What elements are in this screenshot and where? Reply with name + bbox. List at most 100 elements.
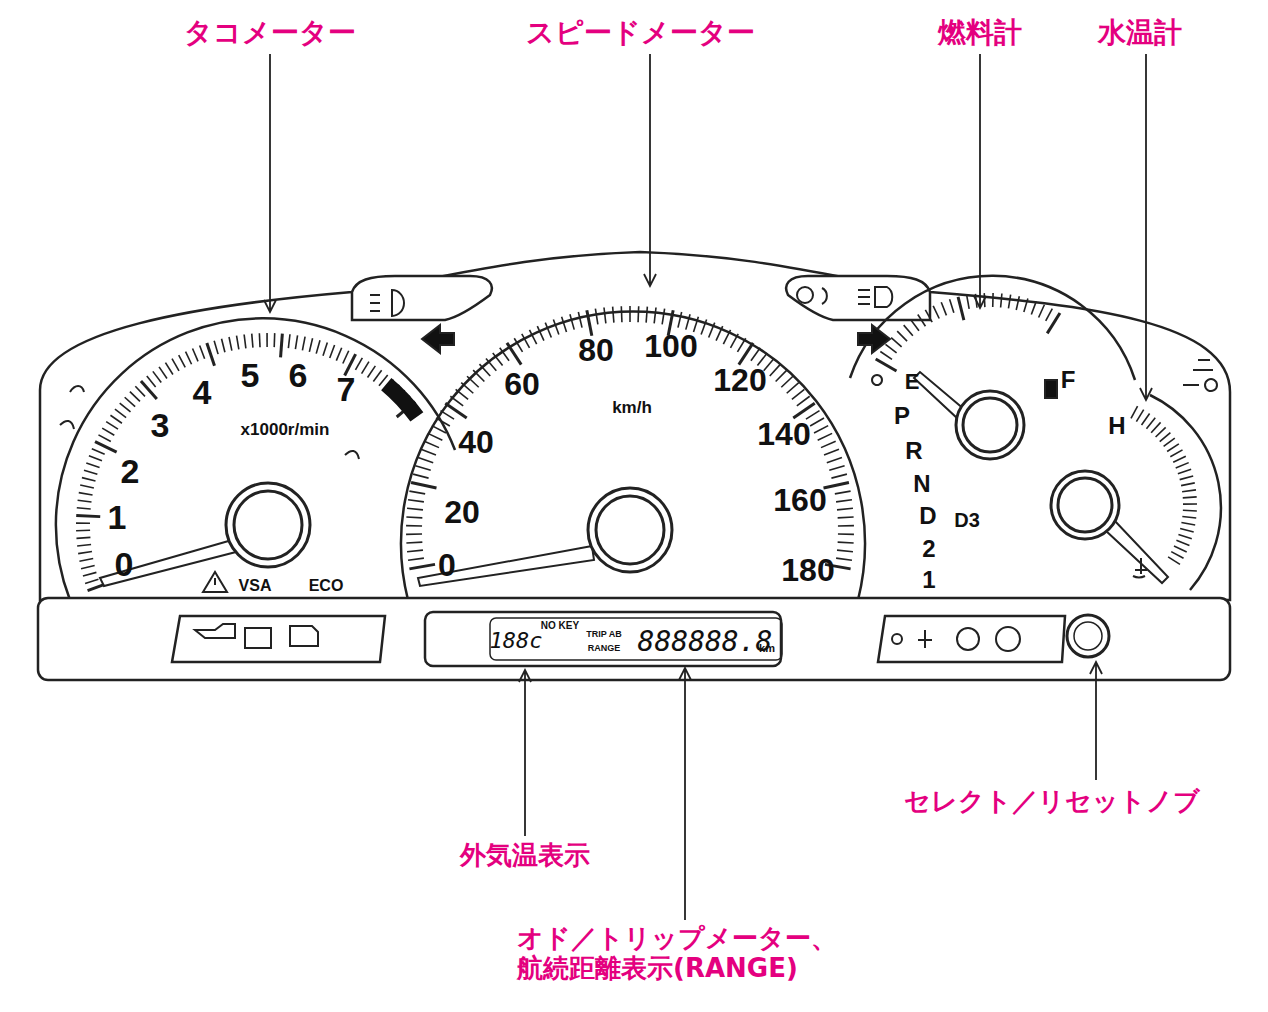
tick [838, 533, 854, 535]
tick [500, 348, 509, 361]
tick [77, 508, 91, 509]
tick [1183, 509, 1197, 511]
tick [85, 579, 98, 583]
tick [200, 346, 205, 359]
tick [467, 376, 479, 387]
tick [79, 559, 93, 562]
tick [646, 307, 647, 323]
scale-number: 4 [193, 373, 212, 412]
tick [214, 341, 218, 354]
tick [368, 366, 376, 378]
knob-face [1074, 622, 1102, 650]
tick [730, 334, 738, 348]
tick [1047, 313, 1060, 333]
tick [252, 334, 253, 348]
tick [409, 564, 435, 569]
tick [186, 352, 192, 365]
tick [686, 314, 690, 329]
tick [821, 441, 836, 447]
tick [1173, 456, 1186, 462]
tick [461, 383, 473, 394]
tick [716, 326, 723, 341]
tick [302, 337, 305, 351]
scale-number: 1 [922, 566, 935, 594]
tick [237, 336, 239, 350]
tick [244, 334, 246, 348]
tick [373, 370, 381, 381]
tick [838, 541, 854, 544]
tick [406, 516, 422, 519]
tick [415, 466, 430, 471]
tick [343, 351, 349, 364]
tick [153, 371, 161, 382]
tick [824, 449, 839, 455]
scale-number: D3 [954, 509, 980, 532]
tick [407, 508, 423, 510]
tick [362, 362, 369, 374]
tick [1178, 535, 1191, 539]
tick [295, 335, 297, 349]
tick [838, 516, 854, 519]
tick [837, 550, 853, 552]
tick [880, 352, 892, 360]
tick [165, 363, 172, 375]
tick [86, 463, 99, 468]
scale-number: 0 [438, 547, 456, 584]
lcd-window [490, 618, 782, 660]
tick [787, 383, 799, 394]
tick [562, 317, 567, 332]
tick [486, 358, 496, 370]
scale-number: P [894, 402, 910, 430]
tick [1136, 410, 1143, 422]
tick [330, 345, 335, 358]
tick [1131, 406, 1138, 418]
tick [950, 299, 954, 312]
tick [522, 334, 530, 348]
tick [424, 441, 439, 447]
scale-number: 40 [458, 424, 494, 461]
tick [723, 330, 730, 344]
scale-number: D [919, 502, 936, 530]
tick [428, 433, 442, 440]
tick [179, 355, 186, 367]
callout-label: 燃料計 [938, 17, 1022, 49]
indicator-symbols [60, 287, 1217, 651]
tick [662, 309, 664, 325]
tick [1182, 490, 1196, 492]
tick [78, 552, 92, 554]
tick [409, 491, 425, 494]
tick [1164, 438, 1175, 446]
tick [77, 544, 91, 546]
callout-label: スピードメーター [526, 17, 755, 49]
tick [781, 376, 793, 387]
tick [941, 302, 946, 315]
tick [1167, 444, 1179, 452]
tick [1156, 427, 1166, 437]
tick [1180, 529, 1194, 532]
tick [89, 456, 102, 461]
tick [82, 478, 96, 481]
tick [613, 307, 614, 323]
tick [604, 308, 606, 324]
tick [933, 306, 939, 319]
gauge-text: NO KEY [541, 620, 579, 632]
tick [637, 306, 639, 322]
tick [84, 470, 97, 474]
tick [445, 403, 466, 418]
tick [141, 381, 157, 399]
tick [406, 541, 422, 544]
tick [418, 457, 433, 462]
tick [76, 537, 90, 540]
warning-box-left [172, 616, 385, 662]
left-tab [352, 276, 492, 320]
tick [83, 572, 96, 576]
callout-label: セレクト／リセットノブ [904, 787, 1200, 817]
tick [629, 306, 631, 322]
tick [578, 312, 582, 328]
scale-number: 0 [115, 545, 134, 584]
lcd-digits: 188c [490, 628, 543, 653]
tick [406, 533, 422, 535]
scale-number: 7 [337, 370, 356, 409]
tick [281, 334, 283, 358]
